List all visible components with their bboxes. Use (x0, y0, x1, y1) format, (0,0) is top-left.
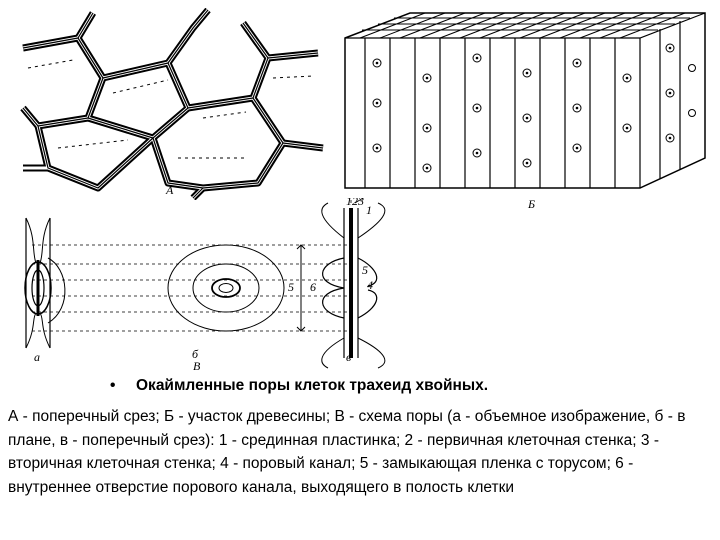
label-123: 123 (346, 198, 364, 208)
label-4: 4 (367, 278, 373, 292)
pore-3d-view (25, 218, 65, 348)
label-sub-v: в (346, 350, 351, 364)
pore-cross-section (322, 198, 385, 368)
label-panel-b: Б (527, 197, 535, 211)
figure-a-cross-section: А (18, 8, 328, 200)
figure-b-wood-block: Б (340, 8, 710, 213)
label-1: 1 (366, 203, 372, 217)
pore-plan-view (168, 245, 305, 331)
label-6: 6 (310, 280, 316, 294)
bordered-pits (373, 44, 696, 172)
label-panel-a: А (165, 183, 174, 197)
caption-title-text: Окаймленные поры клеток трахеид хвойных. (136, 377, 488, 394)
figure-v-pore-scheme: 123 1 5 4 5 6 а б В в (18, 198, 410, 370)
label-5-right: 5 (362, 263, 368, 277)
label-sub-a: а (34, 350, 40, 364)
caption-body: А - поперечный срез; Б - участок древеси… (8, 405, 714, 499)
caption-bullet: • (110, 377, 136, 395)
caption-title: •Окаймленные поры клеток трахеид хвойных… (110, 377, 488, 395)
label-5-plan: 5 (288, 280, 294, 294)
cell-walls (23, 10, 323, 198)
label-panel-v: В (193, 359, 201, 370)
